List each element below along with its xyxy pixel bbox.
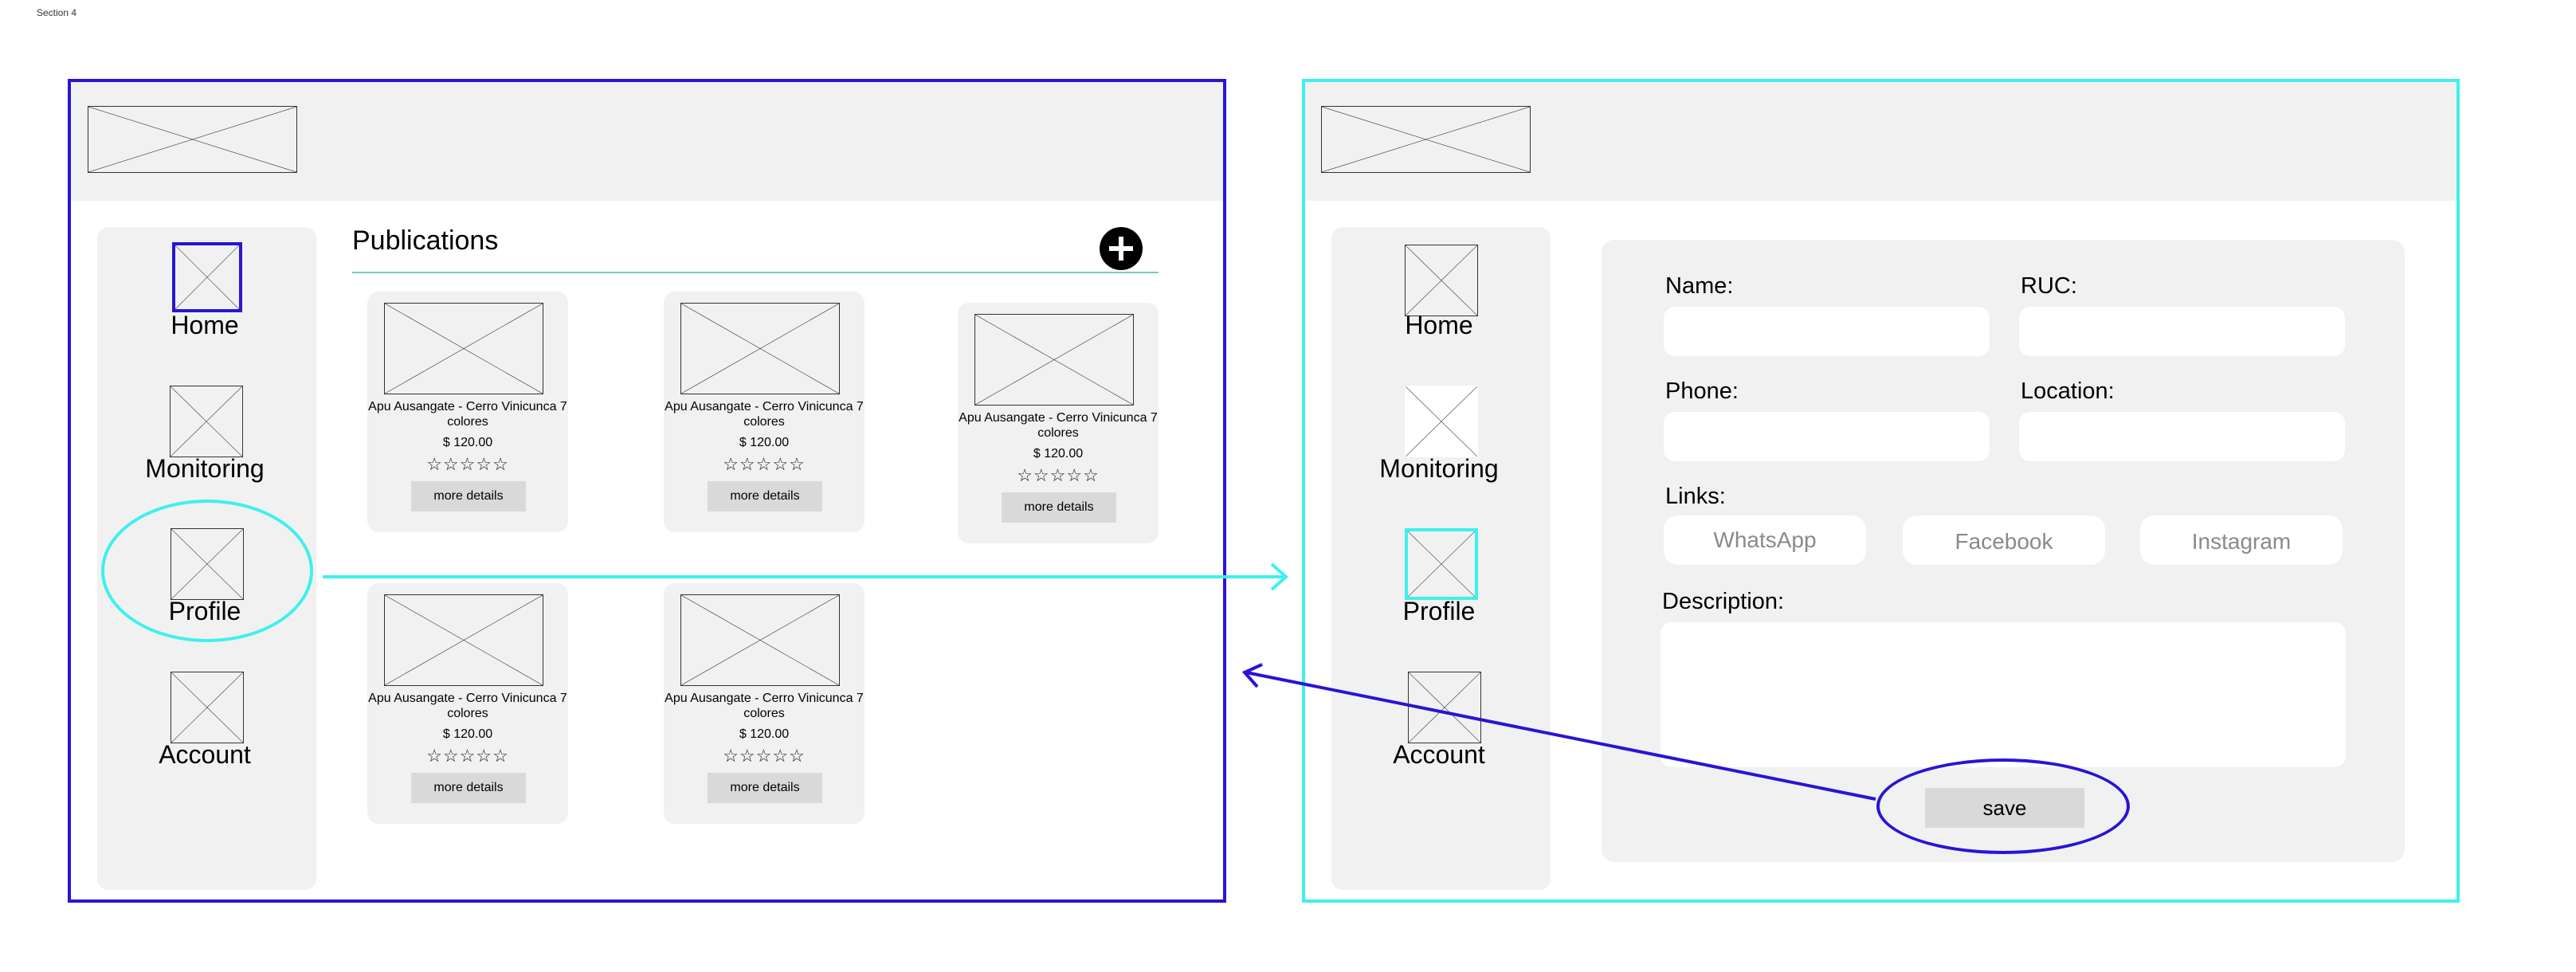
account-icon bbox=[171, 672, 244, 743]
sidebar-item-account[interactable]: Account bbox=[97, 672, 316, 769]
publication-price: $ 120.00 bbox=[1033, 447, 1084, 461]
more-details-button[interactable]: more details bbox=[1002, 492, 1116, 523]
rating-stars-icon[interactable]: ☆☆☆☆☆ bbox=[723, 746, 806, 766]
links-label: Links: bbox=[1665, 484, 1726, 509]
name-field[interactable] bbox=[1664, 307, 1990, 356]
rating-stars-icon[interactable]: ☆☆☆☆☆ bbox=[426, 454, 509, 474]
home-icon bbox=[172, 242, 242, 312]
more-details-button[interactable]: more details bbox=[708, 481, 822, 511]
profile-screen-frame: Home Monitoring Profile Account Name: RU… bbox=[1302, 79, 2460, 903]
logo-placeholder-image bbox=[88, 106, 297, 173]
publication-price: $ 120.00 bbox=[739, 436, 790, 449]
sidebar-item-label: Home bbox=[171, 311, 239, 339]
publication-card: Apu Ausangate - Cerro Vinicunca 7 colore… bbox=[367, 292, 568, 532]
rating-stars-icon[interactable]: ☆☆☆☆☆ bbox=[426, 746, 509, 766]
sidebar-item-label: Home bbox=[1405, 311, 1473, 339]
ruc-field[interactable] bbox=[2019, 307, 2345, 356]
publication-image bbox=[384, 594, 543, 686]
publication-name: Apu Ausangate - Cerro Vinicunca 7 colore… bbox=[665, 400, 864, 429]
facebook-link-field[interactable]: Facebook bbox=[1903, 515, 2105, 565]
phone-label: Phone: bbox=[1665, 378, 1739, 404]
app-header bbox=[71, 82, 1223, 201]
publication-name: Apu Ausangate - Cerro Vinicunca 7 colore… bbox=[959, 411, 1158, 440]
title-divider bbox=[352, 272, 1159, 273]
app-header bbox=[1305, 82, 2456, 201]
sidebar: Home Monitoring Profile Account bbox=[1331, 227, 1551, 890]
publications-screen-frame: Home Monitoring Profile Account Publicat… bbox=[68, 79, 1226, 903]
logo-placeholder-image bbox=[1321, 106, 1531, 173]
ruc-label: RUC: bbox=[2021, 273, 2077, 299]
sidebar-item-profile[interactable]: Profile bbox=[1331, 528, 1550, 625]
sidebar-item-home[interactable]: Home bbox=[1331, 245, 1550, 340]
publication-card: Apu Ausangate - Cerro Vinicunca 7 colore… bbox=[664, 583, 865, 824]
monitoring-icon bbox=[170, 386, 243, 457]
profile-icon bbox=[1405, 528, 1478, 600]
publication-price: $ 120.00 bbox=[739, 727, 790, 741]
plus-circle-icon[interactable] bbox=[1100, 227, 1143, 270]
sidebar-item-label: Account bbox=[1393, 740, 1485, 769]
sidebar-item-monitoring[interactable]: Monitoring bbox=[97, 386, 316, 483]
home-icon bbox=[1405, 245, 1478, 316]
publication-price: $ 120.00 bbox=[442, 727, 493, 741]
instagram-link-field[interactable]: Instagram bbox=[2140, 515, 2343, 565]
description-field[interactable] bbox=[1660, 622, 2346, 767]
publication-image bbox=[974, 314, 1134, 406]
profile-highlight-ring bbox=[101, 500, 313, 642]
more-details-button[interactable]: more details bbox=[708, 773, 822, 803]
sidebar-item-label: Profile bbox=[1402, 597, 1476, 625]
save-highlight-ring bbox=[1876, 758, 2130, 854]
page-title: Publications bbox=[352, 225, 499, 256]
publication-card: Apu Ausangate - Cerro Vinicunca 7 colore… bbox=[367, 583, 568, 824]
more-details-button[interactable]: more details bbox=[411, 481, 526, 511]
location-field[interactable] bbox=[2019, 412, 2345, 461]
whatsapp-link-field[interactable]: WhatsApp bbox=[1664, 515, 1866, 565]
phone-field[interactable] bbox=[1664, 412, 1990, 461]
sidebar-item-monitoring[interactable]: Monitoring bbox=[1331, 386, 1550, 483]
sidebar-item-label: Monitoring bbox=[145, 454, 265, 483]
sidebar-item-label: Account bbox=[159, 740, 251, 769]
rating-stars-icon[interactable]: ☆☆☆☆☆ bbox=[723, 454, 806, 474]
publication-name: Apu Ausangate - Cerro Vinicunca 7 colore… bbox=[368, 400, 567, 429]
account-icon bbox=[1408, 672, 1481, 743]
more-details-button[interactable]: more details bbox=[411, 773, 526, 803]
publication-image bbox=[680, 303, 840, 394]
publication-card: Apu Ausangate - Cerro Vinicunca 7 colore… bbox=[958, 303, 1159, 543]
section-label: Section 4 bbox=[37, 7, 77, 18]
location-label: Location: bbox=[2021, 378, 2115, 404]
monitoring-icon bbox=[1405, 386, 1478, 457]
description-label: Description: bbox=[1662, 589, 1785, 614]
sidebar-item-account[interactable]: Account bbox=[1331, 672, 1550, 769]
publication-image bbox=[680, 594, 840, 686]
publication-card: Apu Ausangate - Cerro Vinicunca 7 colore… bbox=[664, 292, 865, 532]
publication-image bbox=[384, 303, 543, 394]
sidebar-item-label: Monitoring bbox=[1379, 454, 1499, 483]
publication-name: Apu Ausangate - Cerro Vinicunca 7 colore… bbox=[368, 692, 567, 720]
name-label: Name: bbox=[1665, 273, 1734, 299]
sidebar-item-home[interactable]: Home bbox=[97, 242, 316, 339]
rating-stars-icon[interactable]: ☆☆☆☆☆ bbox=[1017, 465, 1100, 485]
publication-name: Apu Ausangate - Cerro Vinicunca 7 colore… bbox=[665, 692, 864, 720]
publication-price: $ 120.00 bbox=[442, 436, 493, 449]
